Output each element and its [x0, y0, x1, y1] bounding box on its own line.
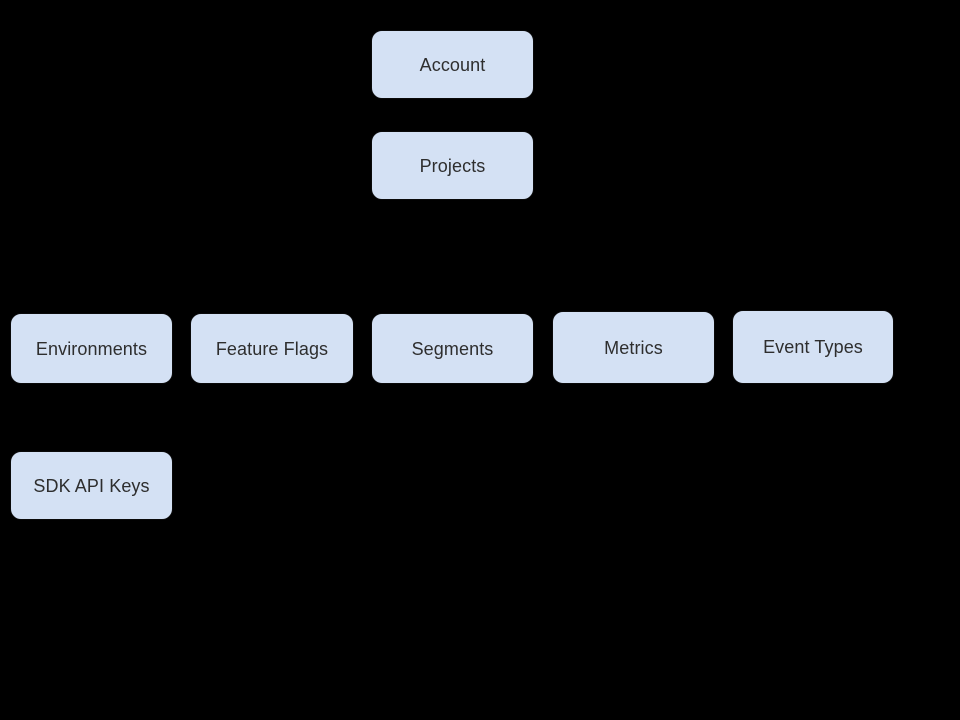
node-metrics[interactable]: Metrics [552, 311, 715, 384]
node-label-segments: Segments [411, 338, 494, 359]
node-label-feature-flags: Feature Flags [215, 338, 329, 359]
node-event-types[interactable]: Event Types [732, 310, 894, 384]
node-label-sdk-api-keys: SDK API Keys [33, 475, 150, 496]
node-environments[interactable]: Environments [10, 313, 173, 384]
node-feature-flags[interactable]: Feature Flags [190, 313, 354, 384]
node-account[interactable]: Account [371, 30, 534, 99]
node-label-event-types: Event Types [763, 337, 863, 357]
edge-projects-to-environments [90, 200, 454, 313]
node-label-account: Account [419, 54, 486, 75]
edge-projects-to-feature-flags [271, 200, 454, 313]
node-sdk-api-keys[interactable]: SDK API Keys [10, 451, 173, 520]
node-label-metrics: Metrics [604, 337, 663, 358]
edge-projects-to-event-types [451, 200, 814, 310]
node-label-environments: Environments [35, 338, 148, 359]
node-label-projects: Projects [419, 155, 486, 176]
node-projects[interactable]: Projects [371, 131, 534, 200]
node-segments[interactable]: Segments [371, 313, 534, 384]
edge-projects-to-metrics [451, 200, 635, 311]
